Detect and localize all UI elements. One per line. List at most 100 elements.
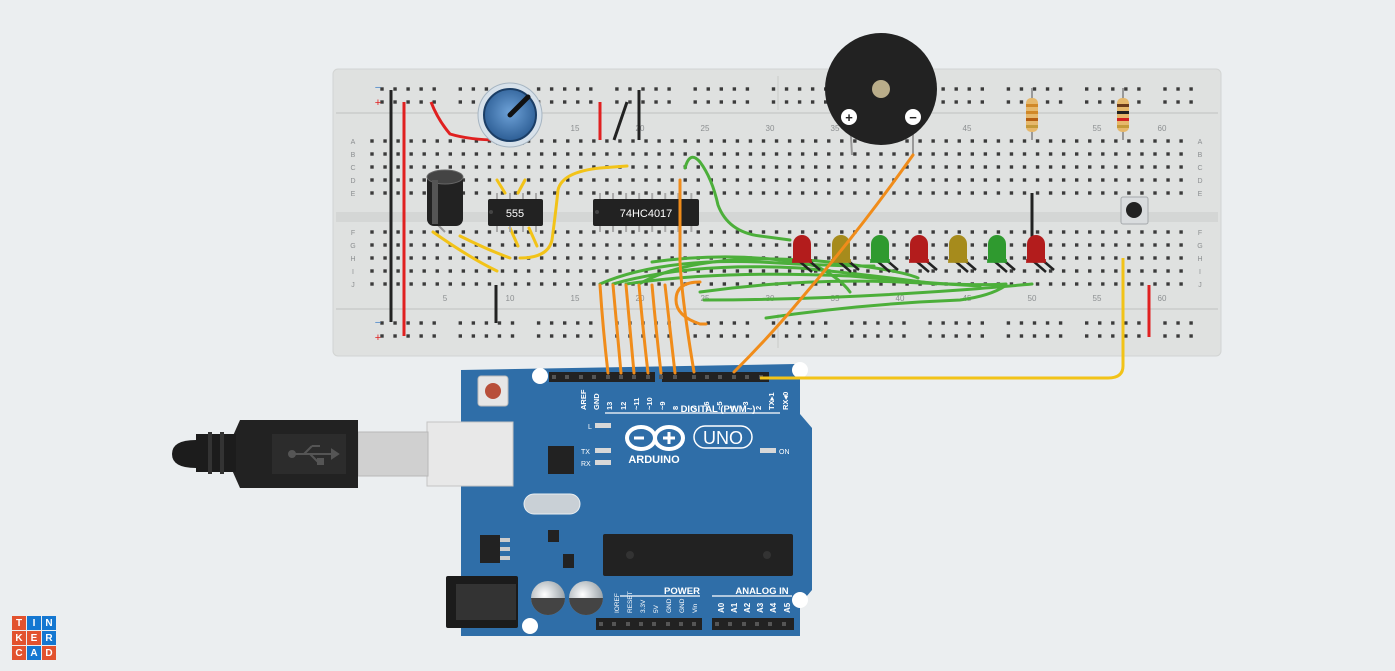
row-label-left: A	[351, 139, 356, 146]
led-red[interactable]	[792, 235, 821, 273]
arduino-model: UNO	[703, 428, 743, 448]
rx-label: RX	[581, 461, 591, 468]
logo-letter: K	[12, 631, 26, 645]
power-pin-label: GND	[679, 598, 686, 613]
column-number-top: 15	[571, 124, 580, 133]
logo-letter: D	[42, 646, 56, 660]
rail-polarity-sign: +	[375, 332, 381, 344]
row-label-right: D	[1197, 178, 1202, 185]
row-label-right: E	[1198, 191, 1203, 198]
row-label-left: G	[350, 243, 355, 250]
buzzer-plus-label: +	[845, 110, 853, 125]
led-red[interactable]	[909, 235, 938, 273]
digital-pin-label: 8	[671, 406, 680, 410]
logo-letter: T	[12, 616, 26, 630]
column-number-bottom: 55	[1093, 294, 1102, 303]
analog-pin-label: A0	[717, 602, 726, 613]
arduino-uno-board[interactable]: DIGITAL (PWM~) AREF GND 13 12 ~11 ~10 ~9 8 7 ~6 ~5…	[446, 362, 812, 636]
power-label: POWER	[664, 586, 700, 597]
piezo-buzzer[interactable]: + −	[825, 33, 937, 156]
resistor-1[interactable]	[1026, 88, 1038, 140]
led-green[interactable]	[987, 235, 1016, 273]
digital-pin-label: 4	[728, 405, 737, 410]
led-green[interactable]	[870, 235, 899, 273]
digital-pin-label: 12	[619, 402, 628, 410]
digital-pin-label: ~10	[645, 397, 654, 410]
column-number-top: 25	[701, 124, 710, 133]
arduino-brand: ARDUINO	[628, 454, 680, 466]
usb-cable[interactable]	[172, 420, 514, 488]
column-number-bottom: 5	[443, 294, 448, 303]
column-number-top: 30	[766, 124, 775, 133]
logo-letter: C	[12, 646, 26, 660]
power-pin-label: 3.3V	[640, 599, 647, 613]
rail-polarity-sign: −	[375, 82, 381, 94]
electrolytic-capacitor[interactable]	[426, 169, 464, 233]
column-number-top: 60	[1158, 124, 1167, 133]
row-label-right: I	[1199, 269, 1201, 276]
atmega-chip	[603, 534, 793, 576]
column-number-bottom: 50	[1028, 294, 1037, 303]
analog-pin-label: A2	[743, 602, 752, 613]
row-label-right: H	[1197, 256, 1202, 263]
digital-pin-label: 13	[605, 402, 614, 410]
push-button[interactable]	[1120, 196, 1149, 225]
digital-pin-label: 7	[689, 406, 698, 410]
analog-pin-label: A1	[730, 602, 739, 613]
led-yellow[interactable]	[948, 235, 977, 273]
yellow-wire-button	[760, 258, 1125, 380]
breadboard-holes	[370, 87, 1193, 338]
digital-pin-label: RX◂0	[781, 392, 790, 410]
analog-pin-label: A4	[769, 602, 778, 613]
digital-pin-label: ~11	[632, 398, 641, 410]
row-label-left: C	[350, 165, 355, 172]
column-number-top: 35	[831, 124, 840, 133]
crystal	[523, 493, 581, 515]
row-label-right: C	[1197, 165, 1202, 172]
timer-ic-label: 555	[506, 208, 524, 220]
logo-letter: I	[27, 616, 41, 630]
row-label-right: F	[1198, 230, 1202, 237]
row-label-left: D	[350, 178, 355, 185]
rail-polarity-sign: +	[375, 97, 381, 109]
rail-polarity-sign: −	[375, 317, 381, 329]
counter-ic-label: 74HC4017	[620, 208, 673, 220]
analog-pin-label: A5	[783, 602, 792, 613]
column-number-bottom: 40	[896, 294, 905, 303]
usb-symbol-icon	[288, 445, 340, 465]
analog-in-label: ANALOG IN	[735, 586, 788, 597]
led-red[interactable]	[1026, 235, 1055, 273]
usb-chip	[548, 446, 574, 474]
power-pin-label: IOREF	[614, 593, 621, 613]
digital-pin-label: ~5	[715, 401, 724, 410]
orange-wires	[598, 153, 915, 375]
potentiometer[interactable]	[477, 82, 543, 148]
row-label-left: B	[351, 152, 356, 159]
digital-pwm-label: DIGITAL (PWM~)	[681, 404, 756, 415]
resistor-2[interactable]	[1117, 88, 1129, 140]
column-number-bottom: 60	[1158, 294, 1167, 303]
logo-letter: N	[42, 616, 56, 630]
row-label-right: G	[1197, 243, 1202, 250]
l-led-label: L	[588, 424, 592, 431]
digital-pin-label: AREF	[579, 389, 588, 410]
power-pin-label: GND	[666, 598, 673, 613]
column-number-top: 55	[1093, 124, 1102, 133]
arduino-logo-icon	[625, 425, 685, 451]
tx-label: TX	[581, 449, 590, 456]
digital-pin-label: ~9	[658, 401, 667, 410]
row-label-left: J	[351, 282, 355, 289]
row-label-right: J	[1198, 282, 1202, 289]
power-pin-label: Vin	[692, 603, 699, 613]
digital-pin-label: ~6	[702, 401, 711, 410]
breadboard[interactable]: AABBCCDDEEFFGGHHIIJJ15202530354045505560…	[332, 68, 1222, 357]
column-number-bottom: 15	[571, 294, 580, 303]
column-number-bottom: 10	[506, 294, 515, 303]
power-pin-label: 5V	[653, 604, 660, 613]
counter-ic[interactable]: 74HC4017	[593, 193, 699, 232]
timer-ic[interactable]: 555	[488, 193, 543, 232]
